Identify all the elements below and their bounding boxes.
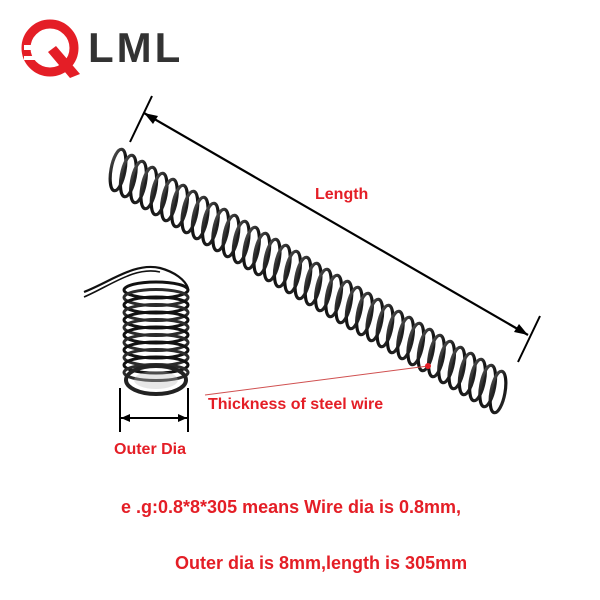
spring-coil bbox=[272, 243, 292, 289]
spring-coil bbox=[159, 177, 179, 223]
spring-coil bbox=[231, 219, 251, 265]
spring-coil bbox=[447, 345, 467, 391]
spring-coil bbox=[478, 363, 498, 409]
spring-coil bbox=[211, 207, 231, 253]
short-spring bbox=[83, 265, 190, 396]
spring-coil bbox=[355, 291, 374, 337]
brand-logo: LML bbox=[18, 16, 238, 80]
example-caption-line-1: e .g:0.8*8*305 means Wire dia is 0.8mm, bbox=[121, 497, 462, 517]
spring-coil bbox=[313, 267, 333, 313]
spring-coil bbox=[129, 159, 148, 205]
spring-coil bbox=[283, 249, 303, 295]
spring-coil bbox=[437, 339, 457, 385]
spring-coil bbox=[426, 333, 446, 379]
spring-coil bbox=[416, 327, 436, 373]
spring-coil bbox=[262, 237, 282, 283]
spring-coil bbox=[488, 369, 508, 415]
length-label: Length bbox=[315, 186, 369, 203]
long-spring bbox=[108, 147, 508, 415]
spring-coil bbox=[170, 183, 190, 229]
spring-coil bbox=[406, 321, 426, 367]
spring-coil bbox=[200, 201, 220, 247]
spring-coil bbox=[457, 351, 477, 397]
spring-coil bbox=[344, 285, 364, 331]
spring-coil bbox=[118, 153, 138, 199]
spring-coil bbox=[375, 303, 395, 349]
spring-coil bbox=[303, 261, 323, 307]
spring-coil bbox=[252, 231, 272, 277]
wire-thickness-pointer bbox=[204, 363, 431, 396]
logo-text: LML bbox=[88, 24, 184, 71]
spring-coil bbox=[108, 147, 128, 193]
logo-mark-icon bbox=[21, 19, 80, 78]
spring-coil bbox=[190, 195, 210, 241]
outer-dia-dimension-line bbox=[119, 388, 189, 432]
example-caption-line-2: Outer dia is 8mm,length is 305mm bbox=[175, 553, 468, 573]
spring-coil bbox=[149, 171, 169, 217]
spring-coil bbox=[468, 357, 487, 403]
spring-coil bbox=[324, 273, 344, 319]
wire-thickness-label: Thickness of steel wire bbox=[208, 396, 384, 413]
spring-coil bbox=[180, 189, 200, 235]
spring-coil bbox=[122, 355, 190, 375]
spring-coil bbox=[221, 213, 241, 259]
outer-dia-label: Outer Dia bbox=[114, 441, 187, 458]
length-dimension-line bbox=[129, 95, 541, 363]
spring-coil bbox=[334, 279, 354, 325]
spring-coil bbox=[396, 315, 416, 361]
spring-coil bbox=[242, 225, 261, 271]
spring-coil bbox=[139, 165, 159, 211]
spring-coil bbox=[293, 255, 313, 301]
spring-coil bbox=[385, 309, 405, 355]
spring-coil bbox=[365, 297, 385, 343]
